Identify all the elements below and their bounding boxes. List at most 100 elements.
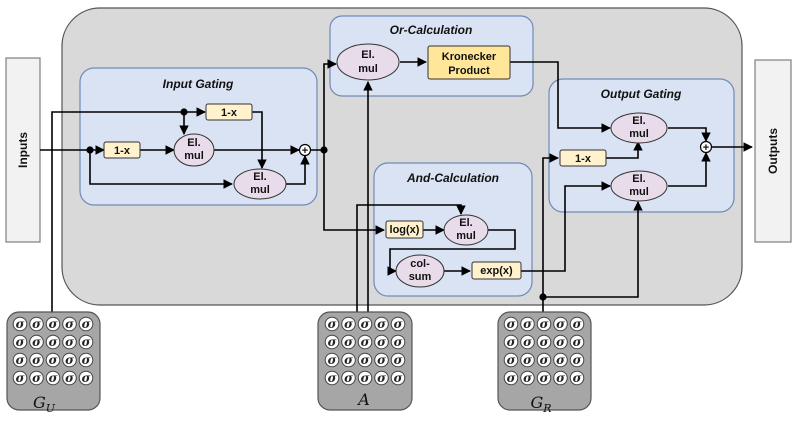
log-box xyxy=(385,220,424,239)
sigma-neuron xyxy=(78,352,94,368)
output-gating-el-mul-2 xyxy=(610,170,668,202)
output-gating-el-mul-1-line1: El. xyxy=(632,115,645,127)
sigma-neuron xyxy=(520,352,535,368)
sigma-neuron-symbol: σ xyxy=(523,317,532,331)
sigma-neuron-symbol: σ xyxy=(507,335,516,349)
sigma-neuron-symbol: σ xyxy=(361,335,370,349)
sigma-neuron xyxy=(503,370,519,386)
sigma-neuron xyxy=(62,370,77,386)
or-calculation-title: Or-Calculation xyxy=(390,23,473,37)
sigma-neuron-symbol: σ xyxy=(377,335,386,349)
input-gating-el-mul-1-line1: El. xyxy=(187,137,200,149)
sigma-neuron xyxy=(324,370,340,386)
sigma-neuron-symbol: σ xyxy=(49,371,58,385)
sigma-neuron xyxy=(569,316,585,332)
sigma-neuron xyxy=(569,370,585,386)
junction-dots xyxy=(86,108,547,301)
sigma-neuron-symbol: σ xyxy=(361,317,370,331)
output-gating-el-mul-2-line2: mul xyxy=(629,186,649,198)
input-gating-title: Input Gating xyxy=(163,77,234,91)
sigma-neuron xyxy=(553,352,568,368)
output-gating-sum-node xyxy=(699,140,713,154)
input-gating-one-minus-x-label-1: 1-x xyxy=(114,145,131,157)
sigma-neuron xyxy=(62,316,77,332)
sigma-neuron-symbol: σ xyxy=(540,353,549,367)
sigma-neuron-symbol: σ xyxy=(32,335,41,349)
sigma-neuron xyxy=(503,334,519,350)
sigma-neuron xyxy=(569,334,585,350)
sigma-neuron xyxy=(341,316,356,332)
sigma-neuron xyxy=(62,352,77,368)
input-gating-el-mul-2-line1: El. xyxy=(253,171,266,183)
sigma-neuron xyxy=(341,370,356,386)
input-gating-el-mul-2-line2: mul xyxy=(250,184,270,196)
sigma-neuron xyxy=(536,352,552,368)
sigma-neuron xyxy=(536,370,552,386)
sigma-neuron xyxy=(45,316,61,332)
sigma-neuron xyxy=(45,352,61,368)
sigma-neuron-symbol: σ xyxy=(328,335,337,349)
sigma-neuron-symbol: σ xyxy=(65,317,74,331)
sigma-neuron-symbol: σ xyxy=(573,335,582,349)
sigma-neuron xyxy=(357,334,373,350)
sigma-neuron xyxy=(78,316,94,332)
sigma-neuron xyxy=(29,370,44,386)
sigma-neuron xyxy=(45,370,61,386)
kronecker-product-box xyxy=(427,45,511,80)
input-gating-one-minus-x-box-2 xyxy=(205,103,253,121)
sigma-neuron-symbol: σ xyxy=(361,353,370,367)
sigma-neuron-symbol: σ xyxy=(344,353,353,367)
col-sum-line2: sum xyxy=(409,271,432,283)
sigma-neuron xyxy=(536,334,552,350)
sigma-neuron xyxy=(357,370,373,386)
sigma-neuron-symbol: σ xyxy=(16,353,25,367)
and-calc-el-mul-line2: mul xyxy=(456,230,476,242)
sigma-neuron xyxy=(29,352,44,368)
sigma-neuron-symbol: σ xyxy=(523,371,532,385)
sigma-neuron-symbol: σ xyxy=(523,353,532,367)
sigma-neuron xyxy=(553,370,568,386)
col-sum-line1: col- xyxy=(410,258,430,270)
sigma-neuron xyxy=(390,370,406,386)
input-gating-el-mul-2 xyxy=(233,168,287,200)
sigma-neuron xyxy=(503,316,519,332)
and-calc-el-mul xyxy=(443,214,489,246)
sigma-neuron-symbol: σ xyxy=(82,317,91,331)
input-gating-el-mul-1-line2: mul xyxy=(184,150,204,162)
sigma-neuron-symbol: σ xyxy=(573,317,582,331)
or-calc-el-mul-line2: mul xyxy=(358,63,378,75)
sigma-neuron-symbol: σ xyxy=(65,353,74,367)
sigma-neuron-symbol: σ xyxy=(16,317,25,331)
sigma-neuron-symbol: σ xyxy=(556,371,565,385)
sigma-neuron xyxy=(390,316,406,332)
sigma-neuron-symbol: σ xyxy=(540,335,549,349)
sigma-neuron-symbol: σ xyxy=(523,335,532,349)
sigma-neuron xyxy=(374,334,389,350)
sigma-neuron xyxy=(62,334,77,350)
sigma-neuron xyxy=(12,334,28,350)
sigma-neuron xyxy=(374,316,389,332)
exp-label: exp(x) xyxy=(480,265,513,277)
gate-a-label: A xyxy=(356,390,370,409)
sigma-neuron xyxy=(553,334,568,350)
sigma-neuron xyxy=(569,352,585,368)
sigma-neuron-symbol: σ xyxy=(328,371,337,385)
sigma-neuron xyxy=(29,334,44,350)
gate-gr-label: GR xyxy=(530,393,551,415)
sigma-neuron xyxy=(520,334,535,350)
log-label: log(x) xyxy=(390,224,420,236)
sigma-neuron xyxy=(78,334,94,350)
sigma-neuron xyxy=(520,370,535,386)
sigma-neuron-symbol: σ xyxy=(361,371,370,385)
sigma-neuron-symbol: σ xyxy=(49,317,58,331)
sigma-neuron xyxy=(357,352,373,368)
sigma-neuron-symbol: σ xyxy=(377,371,386,385)
sigma-neuron-symbol: σ xyxy=(328,353,337,367)
kronecker-line1: Kronecker xyxy=(442,51,497,63)
sigma-neuron-symbol: σ xyxy=(49,353,58,367)
sigma-neuron xyxy=(357,316,373,332)
sigma-neuron xyxy=(324,334,340,350)
